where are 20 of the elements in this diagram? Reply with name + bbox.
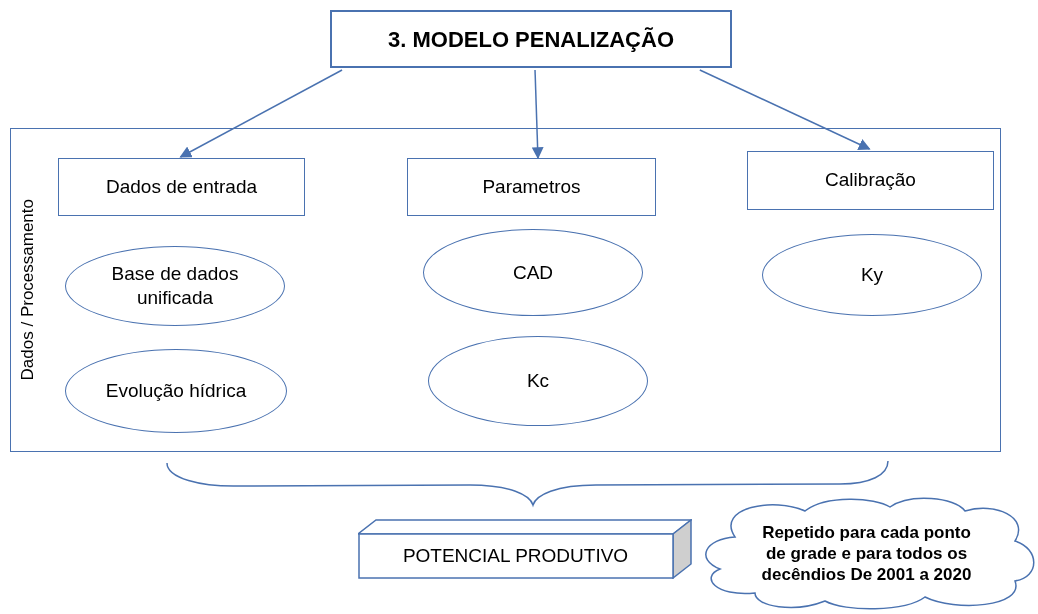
- title-box: [330, 10, 732, 68]
- ellipse-label: Ky: [860, 263, 884, 287]
- category-box: [747, 151, 994, 210]
- note-text: Repetido para cada ponto de grade e para todos os decêndios De 2001 a 2020: [760, 522, 973, 585]
- vertical-heading: Dados / Processamento: [17, 199, 39, 381]
- panel-frame: [10, 128, 1001, 452]
- arrow: [179, 69, 343, 158]
- block-label: POTENCIAL PRODUTIVO: [402, 544, 629, 569]
- category-box: [407, 158, 656, 216]
- box-label: Parametros: [482, 174, 581, 199]
- ellipse-label: Evolução hídrica: [105, 379, 247, 403]
- box-label: Dados de entrada: [105, 174, 258, 199]
- ellipse-label: Kc: [526, 369, 550, 393]
- category-box: [58, 158, 305, 216]
- arrow: [699, 69, 871, 150]
- ellipse-label: Base de dados unificada: [110, 262, 240, 310]
- arrow: [531, 69, 544, 160]
- title-text: 3. MODELO PENALIZAÇÃO: [388, 25, 674, 54]
- ellipse-label: CAD: [512, 260, 554, 285]
- box-label: Calibração: [825, 168, 916, 193]
